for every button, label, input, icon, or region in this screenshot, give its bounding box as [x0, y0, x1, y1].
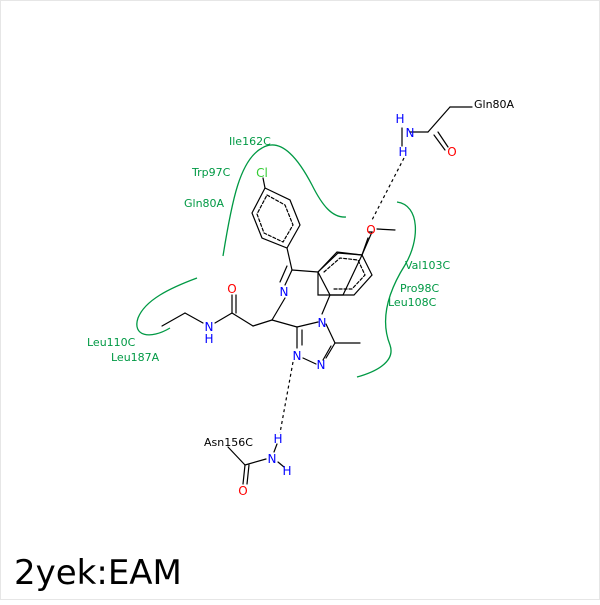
- residue-trp97c: Trp97C: [191, 166, 231, 179]
- bond-c-c: [271, 319, 298, 328]
- ligand-bonds: [161, 106, 473, 485]
- residue-leu187a: Leu187A: [111, 351, 160, 364]
- hydrophobic-contacts: [136, 144, 416, 378]
- atom-o-gln: O: [447, 145, 456, 159]
- atom-h-asn-bottom: H: [282, 464, 291, 478]
- atom-n-triazole-2: N: [317, 358, 326, 372]
- bond-gln-c-o-double: [433, 134, 446, 151]
- atom-n-gln: N: [406, 126, 415, 140]
- atom-h-amide: H: [204, 332, 213, 346]
- atom-n-triazole-1: N: [318, 316, 327, 330]
- hydrophobic-arc-right: [356, 201, 416, 378]
- diagram-title: 2yek:EAM: [14, 553, 182, 593]
- atom-n-azepine: N: [280, 285, 289, 299]
- bond-n-n: [302, 357, 317, 365]
- bond-o-methyl: [376, 228, 396, 231]
- bond-cl: [262, 177, 266, 189]
- atom-labels: Cl N N N N N H O O N H H O N H H O: [204, 112, 456, 498]
- residue-gln80a-polar: Gln80A: [474, 98, 515, 111]
- hydrogen-bonds: [279, 157, 405, 434]
- bond-asn-n-h-top: [273, 443, 278, 453]
- bond-n4-c: [325, 323, 336, 344]
- hbond-asn156c: [279, 361, 294, 434]
- bond-asn-c-n: [244, 458, 267, 466]
- residue-leu110c: Leu110C: [87, 336, 136, 349]
- benzo-inner: [323, 257, 366, 290]
- atom-o-amide: O: [227, 282, 236, 296]
- bond-c-n-amide: [214, 312, 233, 324]
- residue-leu108c: Leu108C: [388, 296, 437, 309]
- atom-o-asn: O: [238, 484, 247, 498]
- bond-n-ethyl: [184, 312, 204, 324]
- bond-asn-n-h-bottom: [277, 461, 285, 468]
- bond-phenyl-c7: [286, 247, 293, 271]
- bond-c7-benzo: [291, 269, 319, 273]
- bond-c-n-double: [322, 345, 332, 361]
- atom-n-amide: N: [205, 320, 214, 334]
- bond-gln-c-o: [437, 131, 449, 148]
- bond-ch2-c: [231, 312, 254, 327]
- bond-ethyl: [161, 312, 186, 327]
- hydrophobic-arc-left: [136, 277, 198, 336]
- bond-benzo-o: [361, 237, 369, 256]
- atom-n-triazole-3: N: [293, 349, 302, 363]
- residue-labels: Gln80A Asn156C Ile162C Trp97C Gln80A Val…: [87, 98, 515, 449]
- bond-gln-c-ch2: [427, 106, 451, 133]
- residue-ile162c: Ile162C: [229, 135, 271, 148]
- bond-asn-c-o-double: [246, 464, 250, 485]
- residue-asn156c: Asn156C: [204, 436, 253, 449]
- bond-c-ch2: [252, 319, 273, 327]
- atom-o-methoxy: O: [366, 223, 375, 237]
- atom-n-asn: N: [268, 452, 277, 466]
- atom-h-gln-lower: H: [398, 145, 407, 159]
- atom-h-gln: H: [395, 112, 404, 126]
- chlorophenyl-ring: [251, 187, 301, 249]
- bond-c-n4: [296, 321, 319, 328]
- bond-asn-c-o: [242, 464, 246, 485]
- bond-c7-n-double: [279, 265, 288, 283]
- bond-asn-label-c: [227, 446, 246, 466]
- bond-c-n: [325, 342, 336, 359]
- bond-n-c: [271, 297, 286, 321]
- residue-gln80a-hydrophobic: Gln80A: [184, 197, 225, 210]
- atom-h-asn-top: H: [273, 432, 282, 446]
- hydrophobic-arc-top: [222, 144, 347, 257]
- bond-benzo-n: [321, 294, 331, 315]
- residue-val103c: Val103C: [405, 259, 450, 272]
- residue-pro98c: Pro98C: [400, 282, 439, 295]
- chlorophenyl-inner: [256, 194, 294, 243]
- bond-c7-n: [284, 269, 293, 286]
- atom-cl: Cl: [256, 166, 268, 180]
- hbond-gln80a: [371, 157, 405, 221]
